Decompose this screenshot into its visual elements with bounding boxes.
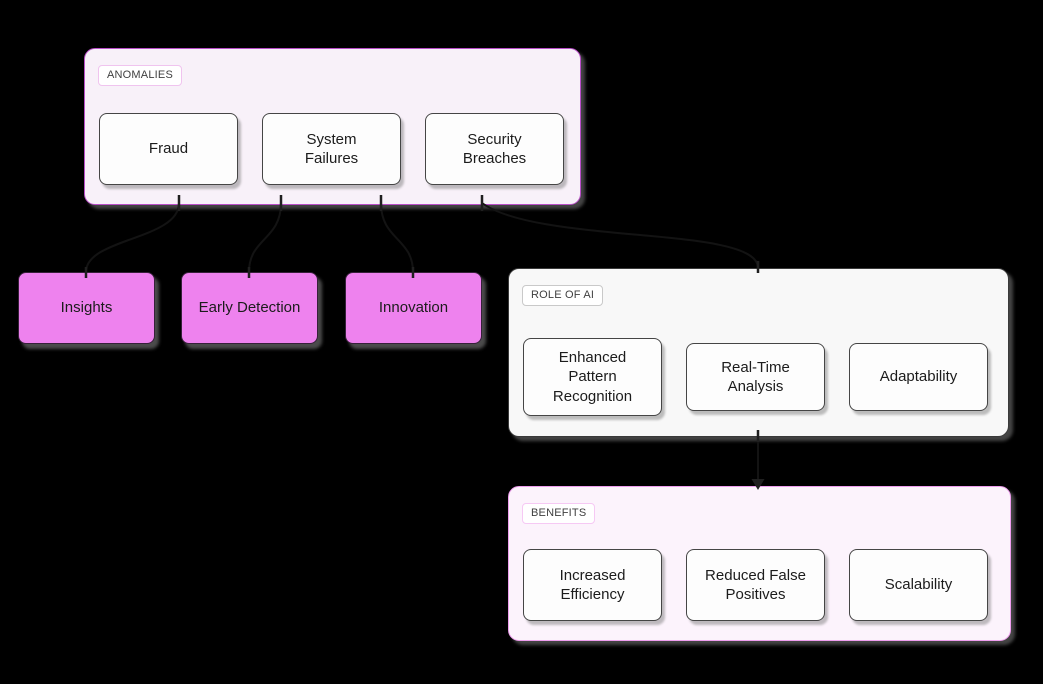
group-benefits-label: BENEFITS — [522, 503, 596, 525]
group-anomalies: ANOMALIES Fraud System Failures Security… — [84, 48, 581, 205]
group-role-of-ai-row: Enhanced Pattern Recognition Real-Time A… — [523, 327, 988, 427]
node-scalability: Scalability — [849, 549, 988, 621]
group-anomalies-label: ANOMALIES — [98, 65, 182, 87]
group-benefits-row: Increased Efficiency Reduced False Posit… — [523, 549, 988, 621]
group-role-of-ai: ROLE OF AI Enhanced Pattern Recognition … — [508, 268, 1009, 437]
node-increased-efficiency: Increased Efficiency — [523, 549, 662, 621]
node-early-detection: Early Detection — [181, 272, 318, 344]
node-innovation: Innovation — [345, 272, 482, 344]
node-fraud-label: Fraud — [148, 140, 189, 158]
node-increased-efficiency-label: Increased Efficiency — [559, 566, 626, 603]
node-real-time-analysis-label: Real-Time Analysis — [721, 358, 790, 395]
node-system-failures-label: System Failures — [304, 130, 359, 167]
node-reduced-false-positives-label: Reduced False Positives — [705, 566, 806, 603]
node-security-breaches: Security Breaches — [425, 113, 564, 185]
node-fraud: Fraud — [99, 113, 238, 185]
node-insights: Insights — [18, 272, 155, 344]
group-role-of-ai-label: ROLE OF AI — [522, 285, 604, 307]
node-scalability-label: Scalability — [884, 576, 953, 594]
node-reduced-false-positives: Reduced False Positives — [686, 549, 825, 621]
node-system-failures: System Failures — [262, 113, 401, 185]
node-enhanced-pattern-recognition: Enhanced Pattern Recognition — [523, 338, 662, 416]
node-enhanced-pattern-recognition-label: Enhanced Pattern Recognition — [552, 349, 633, 405]
node-security-breaches-label: Security Breaches — [462, 130, 527, 167]
node-adaptability: Adaptability — [849, 343, 988, 411]
group-anomalies-row: Fraud System Failures Security Breaches — [99, 113, 564, 185]
node-adaptability-label: Adaptability — [879, 368, 958, 386]
node-real-time-analysis: Real-Time Analysis — [686, 343, 825, 411]
group-benefits: BENEFITS Increased Efficiency Reduced Fa… — [508, 486, 1011, 641]
